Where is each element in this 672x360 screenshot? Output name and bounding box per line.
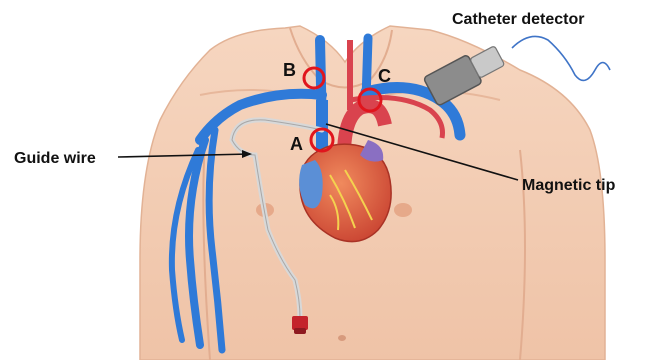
catheter-hub-cap (294, 328, 306, 334)
catheter-hub (292, 316, 308, 330)
navel (338, 335, 346, 341)
marker-label-c: C (378, 66, 391, 86)
guide-wire-label: Guide wire (14, 150, 96, 167)
marker-label-b: B (283, 60, 296, 80)
marker-label-a: A (290, 134, 303, 154)
nipple-right (394, 203, 412, 217)
catheter-detector-label: Catheter detector (452, 11, 584, 28)
magnetic-tip-label: Magnetic tip (522, 177, 616, 194)
